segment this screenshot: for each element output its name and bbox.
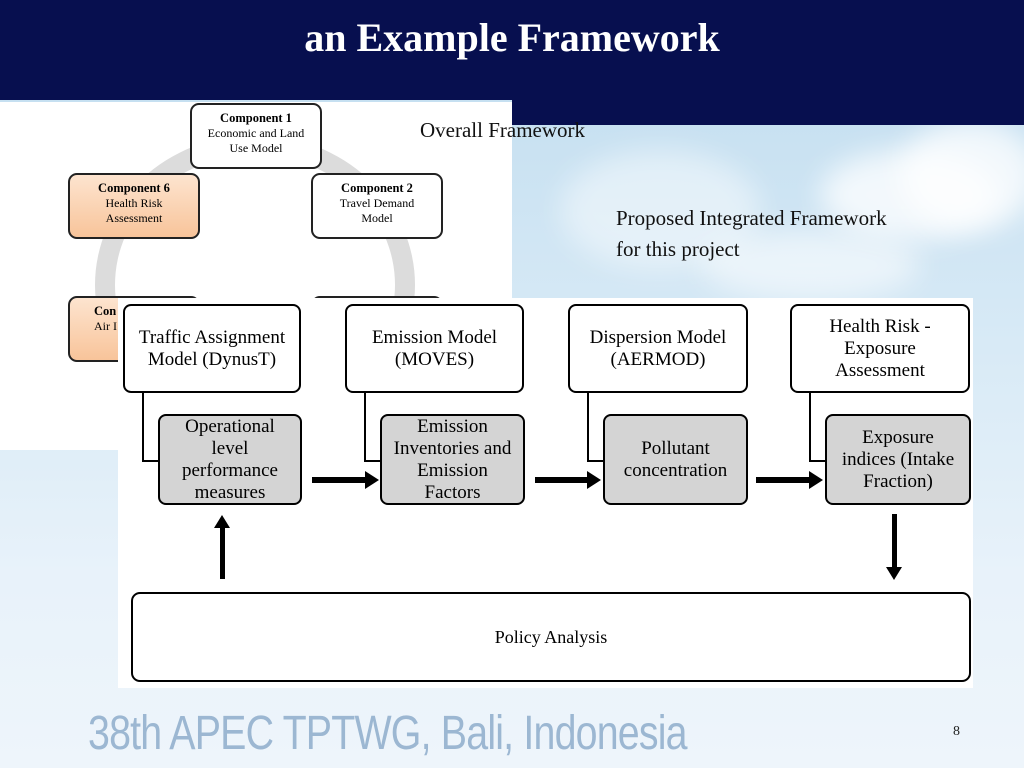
box-text: Health Risk -	[829, 315, 931, 337]
component-title: Component 1	[220, 111, 292, 125]
component-2-box: Component 2 Travel Demand Model	[311, 173, 443, 239]
emission-inventories-box: Emission Inventories and Emission Factor…	[380, 414, 525, 505]
box-text: performance	[182, 459, 278, 481]
box-text: (AERMOD)	[610, 348, 706, 370]
component-text: Travel Demand	[339, 196, 415, 210]
component-1-box: Component 1 Economic and Land Use Model	[190, 103, 322, 169]
arrow-down	[886, 514, 902, 580]
box-text: Fraction)	[863, 470, 933, 492]
component-text: Use Model	[229, 141, 283, 155]
overall-framework-label: Overall Framework	[420, 118, 586, 142]
box-text: Exposure	[862, 426, 934, 448]
connector-line	[142, 393, 162, 462]
component-text: Assessment	[105, 211, 163, 225]
box-text: Emission	[417, 415, 488, 437]
box-text: (MOVES)	[394, 348, 475, 370]
box-text: Operational	[185, 415, 275, 437]
title-bar	[0, 0, 1024, 100]
arrow-right	[756, 471, 823, 489]
component-title: Component 6	[98, 181, 170, 195]
component-6-box: Component 6 Health Risk Assessment	[68, 173, 200, 239]
box-text: Emission	[417, 459, 488, 481]
component-title: Component 2	[341, 181, 413, 195]
pollutant-concentration-box: Pollutant concentration	[603, 414, 748, 505]
box-text: Pollutant	[641, 437, 710, 459]
component-text: Model	[361, 211, 393, 225]
policy-analysis-label: Policy Analysis	[494, 626, 608, 647]
proposed-label-line: for this project	[616, 237, 740, 261]
component-text: Health Risk	[105, 196, 163, 210]
box-text: Dispersion Model	[589, 326, 727, 348]
operational-measures-box: Operational level performance measures	[158, 414, 302, 505]
box-text: indices (Intake	[841, 448, 955, 470]
connector-line	[587, 393, 607, 462]
box-text: Inventories and	[393, 437, 512, 459]
arrow-up	[214, 515, 230, 579]
component-text: Air I	[94, 319, 117, 333]
proposed-framework-label: Proposed Integrated Framework for this p…	[616, 203, 887, 265]
page-number: 8	[953, 724, 960, 739]
emission-model-box: Emission Model (MOVES)	[345, 304, 524, 393]
box-text: Model (DynusT)	[147, 348, 277, 370]
box-text: Factors	[424, 481, 481, 503]
dispersion-model-box: Dispersion Model (AERMOD)	[568, 304, 748, 393]
component-text: Economic and Land	[207, 126, 305, 140]
cloud-decoration	[900, 120, 1024, 230]
traffic-assignment-model-box: Traffic Assignment Model (DynusT)	[123, 304, 301, 393]
arrow-right	[312, 471, 379, 489]
box-text: Traffic Assignment	[138, 326, 286, 348]
box-text: Emission Model	[371, 326, 498, 348]
connector-line	[809, 393, 829, 462]
cloud-decoration	[700, 230, 920, 300]
box-text: measures	[194, 481, 266, 503]
conference-footer: 38th APEC TPTWG, Bali, Indonesia	[88, 707, 688, 760]
box-text: Exposure	[844, 337, 916, 359]
box-text: Assessment	[835, 359, 925, 381]
title-bar-extension	[512, 100, 1024, 125]
exposure-indices-box: Exposure indices (Intake Fraction)	[825, 414, 971, 505]
connector-line	[364, 393, 384, 462]
slide-title: an Example Framework	[304, 15, 720, 60]
component-title: Con	[94, 304, 117, 318]
proposed-label-line: Proposed Integrated Framework	[616, 206, 887, 230]
box-text: level	[211, 437, 249, 459]
box-text: concentration	[623, 459, 728, 481]
health-risk-exposure-box: Health Risk - Exposure Assessment	[790, 304, 970, 393]
arrow-right	[535, 471, 601, 489]
policy-analysis-box: Policy Analysis	[131, 592, 971, 682]
